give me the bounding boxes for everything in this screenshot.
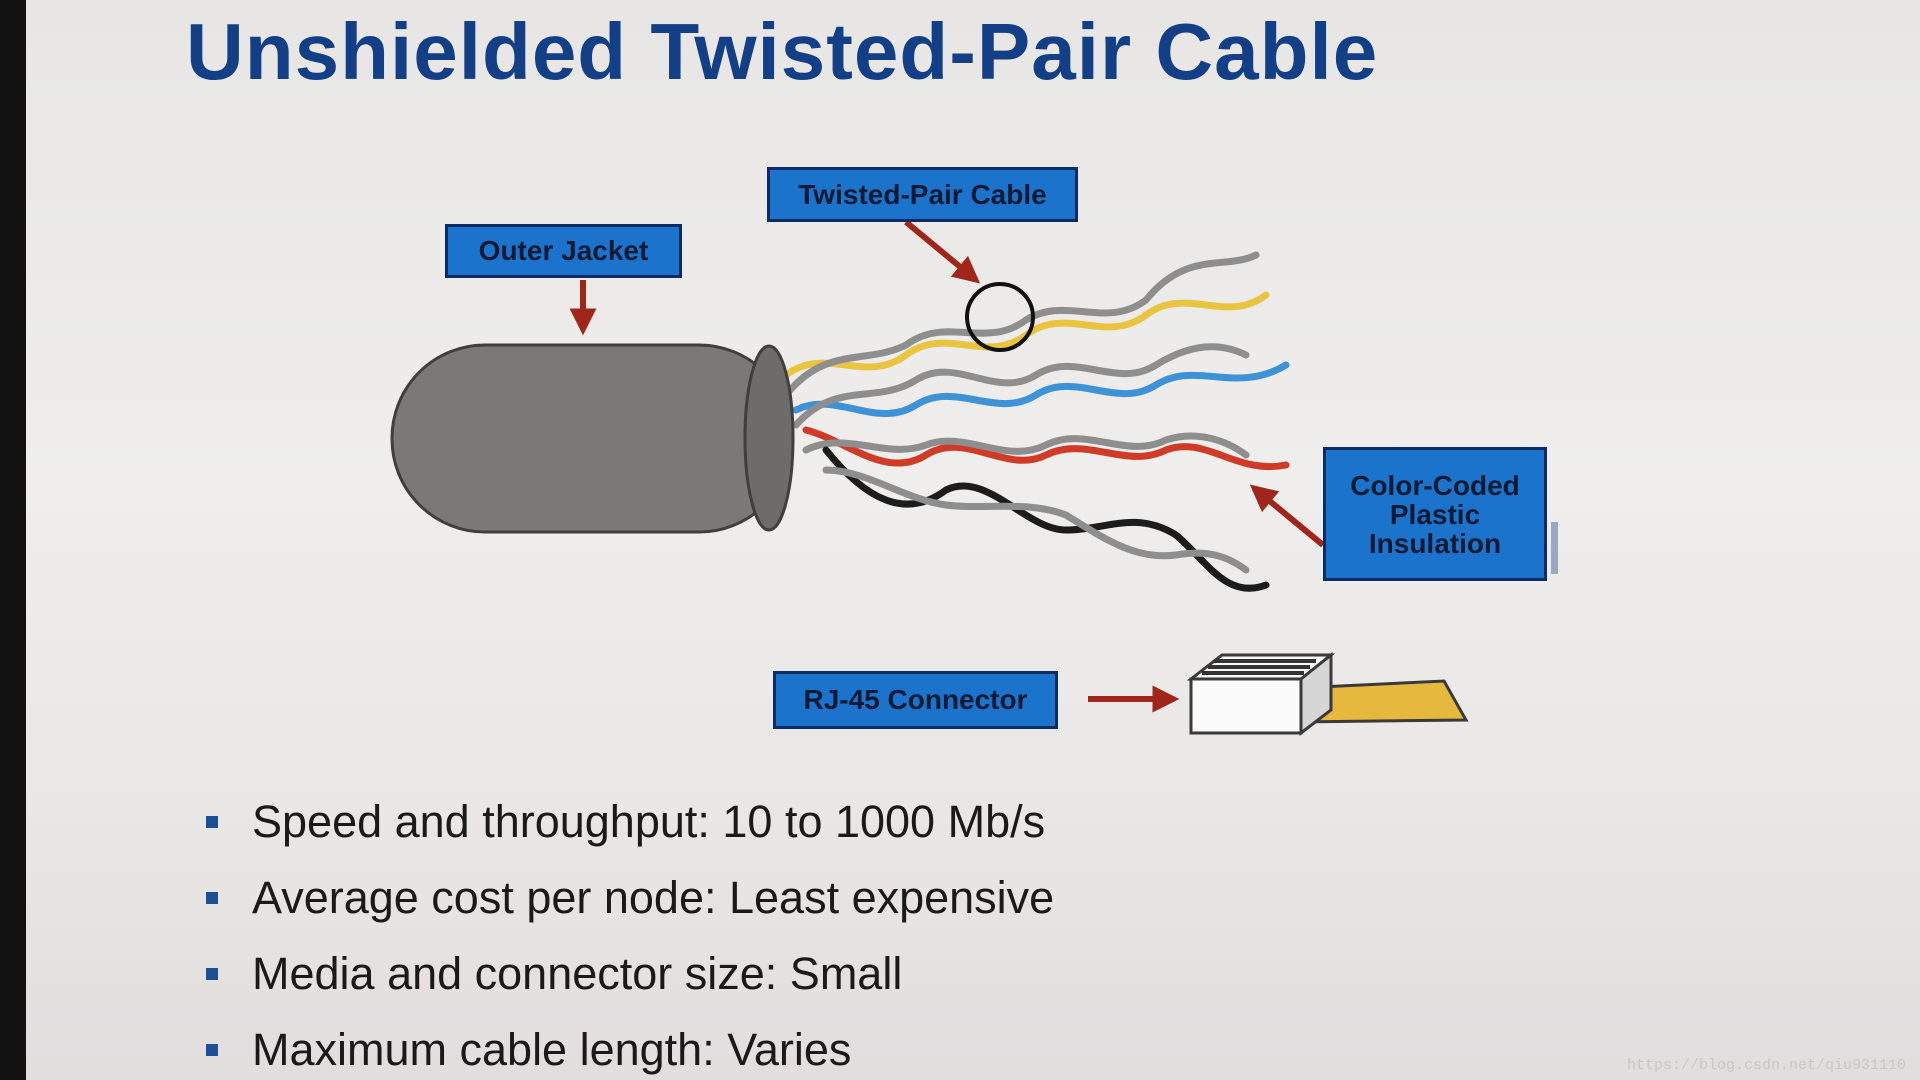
bullet-text: Maximum cable length: Varies [252, 1024, 852, 1075]
connector-front-face [1189, 677, 1303, 735]
wire-gray-1 [782, 251, 1260, 399]
wire-gray-3 [802, 432, 1250, 459]
insulation-arrow [1249, 484, 1325, 548]
wire-red [802, 426, 1290, 471]
wire-blue [792, 361, 1290, 417]
watermark: https://blog.csdn.net/qiu931110 [1626, 1057, 1906, 1074]
jacket-end-shape [743, 344, 795, 532]
bullet-square-icon [206, 892, 218, 904]
outer-jacket-label: Outer Jacket [445, 224, 682, 278]
bullet-text: Average cost per node: Least expensive [252, 872, 1055, 923]
feature-list: Speed and throughput: 10 to 1000 Mb/s Av… [206, 784, 1054, 1080]
bullet-square-icon [206, 1044, 218, 1056]
slide-title: Unshielded Twisted-Pair Cable [186, 7, 1379, 96]
cable-diagram [390, 219, 1558, 737]
list-item: Average cost per node: Least expensive [206, 860, 1054, 936]
outer-jacket-shape [390, 343, 794, 534]
bullet-square-icon [206, 816, 218, 828]
bullet-square-icon [206, 968, 218, 980]
slide: Unshielded Twisted-Pair Cable [26, 0, 1920, 1080]
list-item: Maximum cable length: Varies [206, 1012, 1054, 1080]
wire-gray-2 [792, 343, 1250, 429]
twisted-pair-label: Twisted-Pair Cable [767, 167, 1078, 222]
list-item: Media and connector size: Small [206, 936, 1054, 1012]
diagram-id-mark [1551, 522, 1558, 574]
twist-highlight-circle [965, 282, 1035, 352]
bullet-text: Speed and throughput: 10 to 1000 Mb/s [252, 796, 1046, 847]
rj45-connector-label: RJ-45 Connector [773, 671, 1058, 729]
list-item: Speed and throughput: 10 to 1000 Mb/s [206, 784, 1054, 860]
rj45-connector-shape [1186, 651, 1469, 737]
twisted-pair-arrow [904, 219, 981, 284]
color-coded-insulation-label: Color-Coded Plastic Insulation [1323, 447, 1547, 581]
bullet-text: Media and connector size: Small [252, 948, 903, 999]
wire-gray-4 [822, 466, 1250, 574]
wire-black [822, 446, 1270, 592]
